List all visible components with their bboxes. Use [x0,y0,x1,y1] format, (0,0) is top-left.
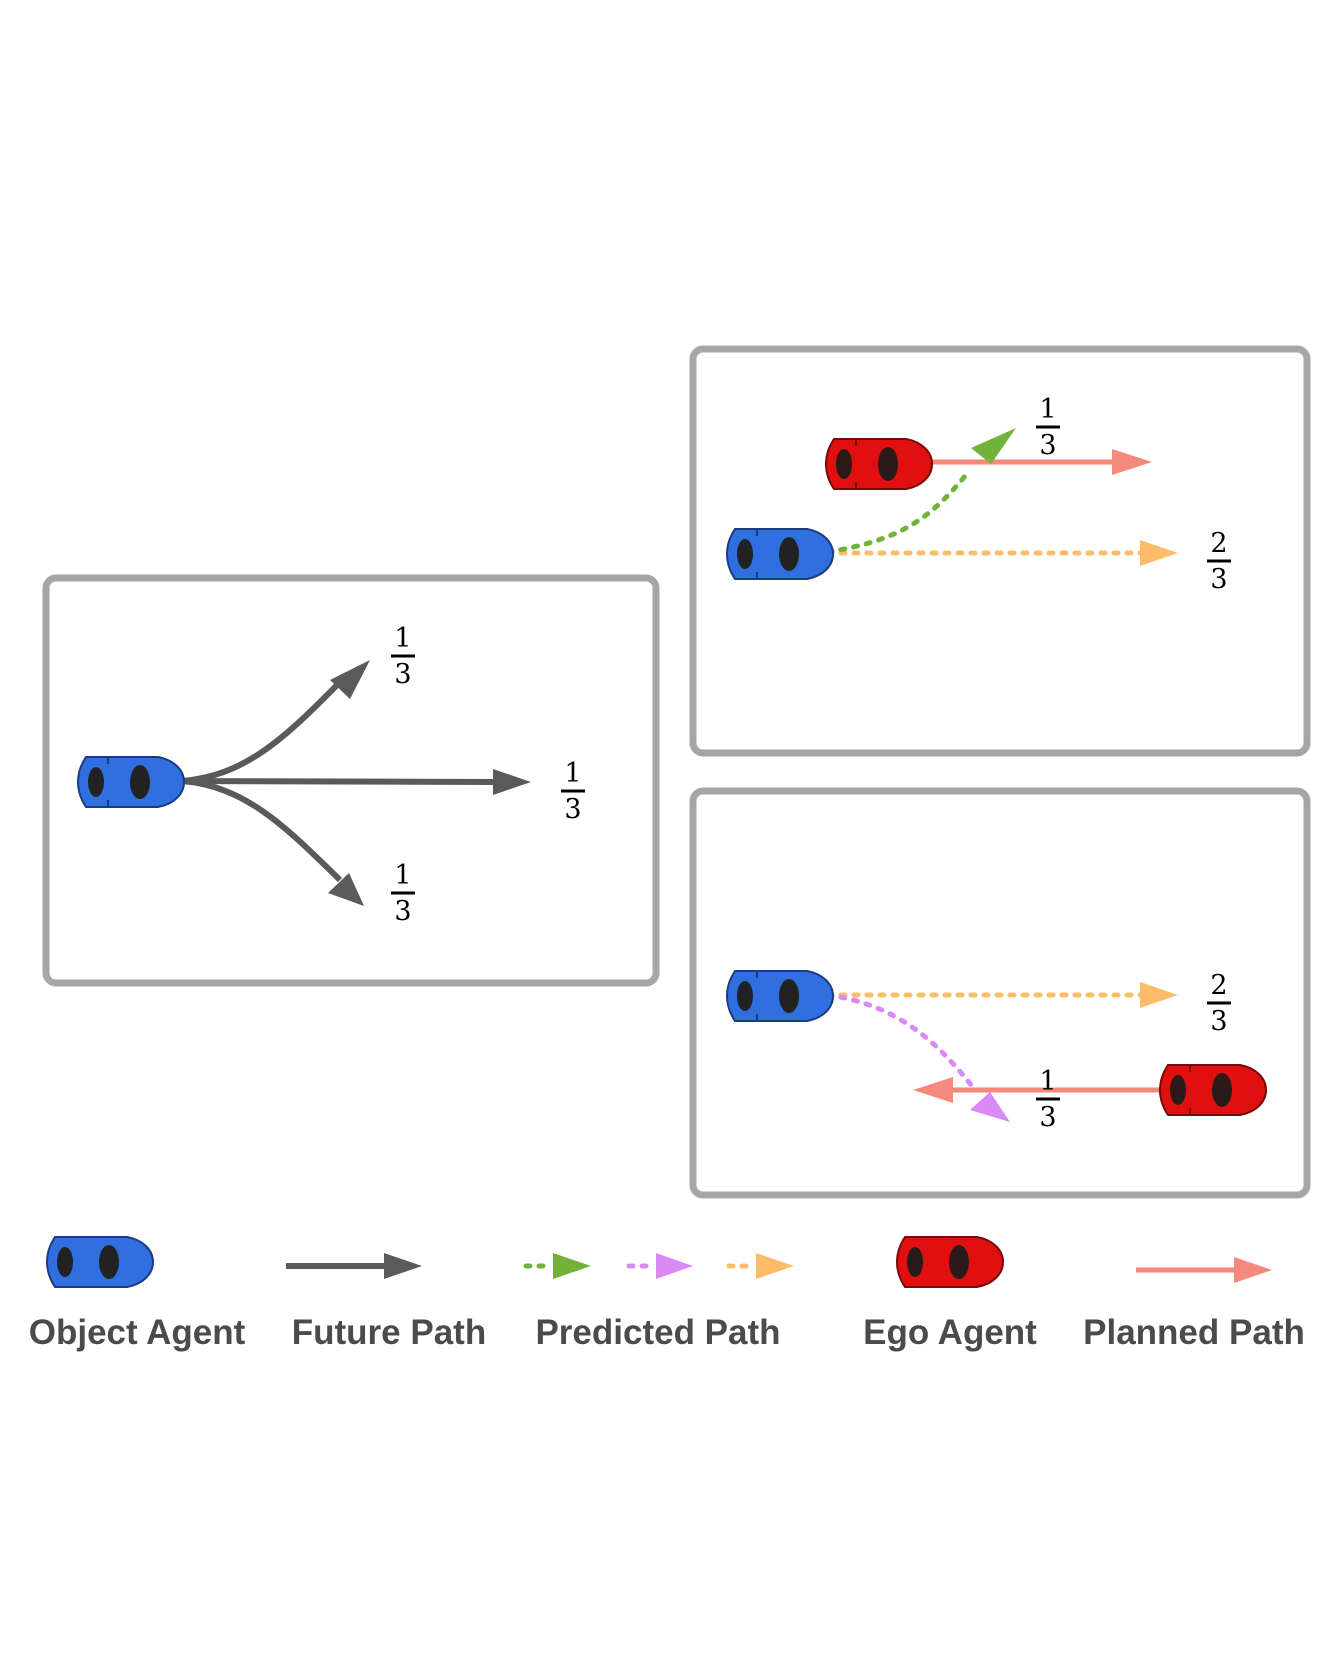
legend-ego-agent-label: Ego Agent [863,1313,1037,1352]
ego-agent-car-bottom [1158,1064,1268,1116]
probability-top-orange: 2 3 [1207,528,1231,595]
probability-numerator: 1 [394,860,411,891]
bottom-right-scenario-panel: 2 3 1 3 [689,787,1311,1199]
planned-path-bottom [913,1077,1170,1103]
legend-predicted-path-green-icon [523,1253,591,1279]
legend-ego-agent-icon [895,1236,1005,1288]
predicted-path-green-top [825,428,1016,555]
predicted-path-pink-bottom [825,992,1010,1122]
planned-path-top [930,449,1152,475]
object-agent-car-left [76,756,186,808]
probability-denominator: 3 [394,659,411,690]
future-path-left-straight [181,769,531,795]
probability-numerator: 1 [1039,394,1056,425]
future-path-left-down [181,778,364,906]
future-path-left-up [181,660,370,784]
probability-denominator: 3 [1210,1006,1227,1037]
top-right-scenario-panel: 1 3 2 3 [689,345,1311,757]
legend-planned-path-label: Planned Path [1083,1313,1305,1352]
object-agent-car-bottom [725,970,835,1022]
legend-future-path-icon [286,1253,422,1279]
legend-predicted-path-pink-icon [626,1253,693,1279]
probability-numerator: 1 [1039,1066,1056,1097]
probability-top-green: 1 3 [1036,394,1060,461]
probability-numerator: 1 [394,623,411,654]
probability-denominator: 3 [1039,430,1056,461]
object-agent-car-top [725,528,835,580]
predicted-path-orange-bottom [825,982,1178,1008]
legend-future-path-label: Future Path [292,1313,486,1352]
probability-left-down: 1 3 [391,860,415,927]
probability-bottom-orange: 2 3 [1207,970,1231,1037]
legend-planned-path-icon [1136,1257,1272,1283]
legend-object-agent-icon [45,1236,155,1288]
left-scenario-panel: 1 3 1 3 1 3 [42,574,660,987]
probability-left-straight: 1 3 [561,758,585,825]
predicted-path-orange-top [825,540,1178,566]
legend-predicted-path-orange-icon [726,1253,794,1279]
probability-denominator: 3 [1210,564,1227,595]
probability-numerator: 2 [1210,528,1227,559]
legend-object-agent-label: Object Agent [29,1313,246,1352]
legend: Object Agent Future Path Predicted Path … [29,1236,1305,1352]
probability-numerator: 2 [1210,970,1227,1001]
probability-bottom-pink: 1 3 [1036,1066,1060,1133]
probability-denominator: 3 [564,794,581,825]
probability-denominator: 3 [394,896,411,927]
legend-predicted-path-label: Predicted Path [535,1313,780,1352]
probability-numerator: 1 [564,758,581,789]
ego-agent-car-top [824,438,934,490]
probability-left-up: 1 3 [391,623,415,690]
probability-denominator: 3 [1039,1102,1056,1133]
